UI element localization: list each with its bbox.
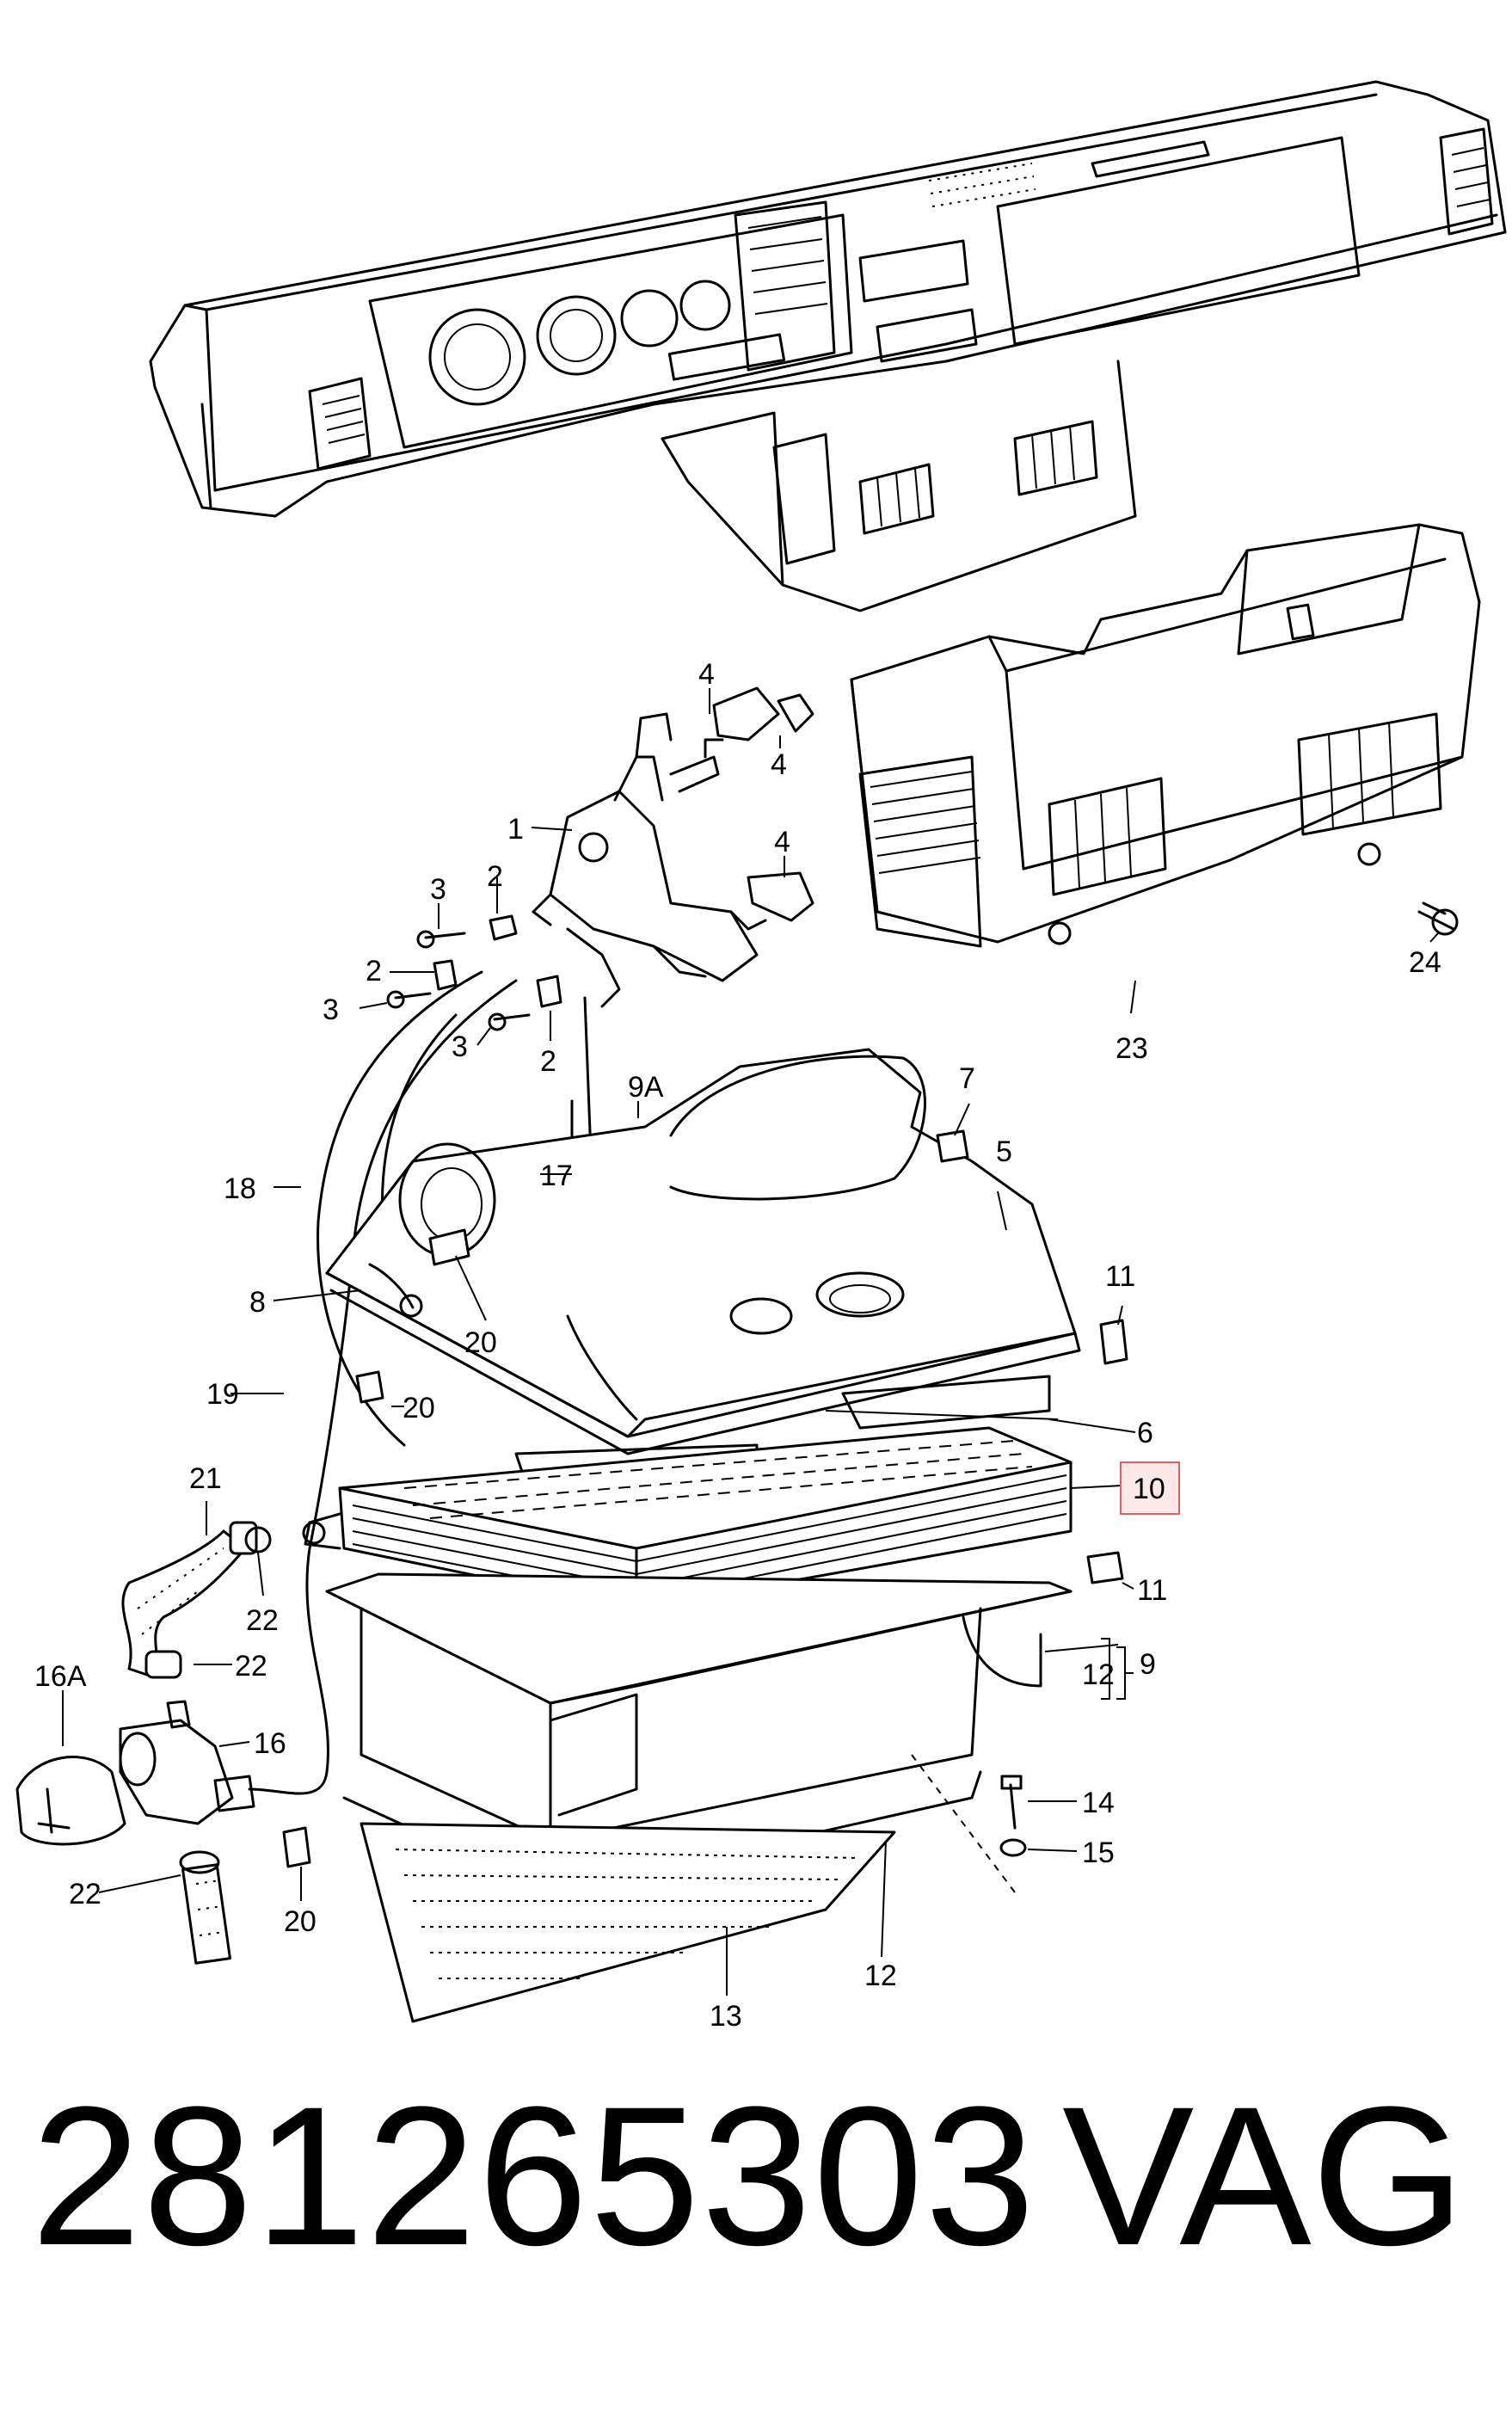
callout-13: 13 [710, 2000, 742, 2033]
part-info-footer: 281265303 VAG [0, 2047, 1512, 2340]
callout-19: 19 [206, 1378, 239, 1411]
heater-box-lower-part-9 [325, 1551, 1124, 2023]
callout-labels: 4 4 4 1 3 2 2 3 3 2 9A 7 5 18 17 8 20 11… [34, 658, 1441, 2033]
callout-2: 2 [540, 1045, 556, 1078]
callout-1: 1 [507, 813, 524, 846]
callout-12: 12 [1082, 1658, 1115, 1691]
callout-8: 8 [249, 1286, 266, 1319]
highlight-box-10 [1120, 1461, 1180, 1515]
callout-3: 3 [323, 994, 339, 1026]
leader-lines [62, 688, 1439, 1996]
callout-23: 23 [1116, 1032, 1148, 1065]
callout-16: 16 [254, 1727, 286, 1760]
callout-9: 9 [1140, 1648, 1156, 1681]
callout-21: 21 [189, 1462, 222, 1495]
callout-2: 2 [366, 955, 382, 987]
callout-20: 20 [464, 1326, 497, 1359]
filter-mesh [395, 1849, 861, 1979]
callout-5: 5 [996, 1135, 1012, 1168]
callout-11: 11 [1137, 1574, 1167, 1607]
callout-22: 22 [246, 1604, 279, 1637]
callout-11: 11 [1105, 1260, 1135, 1293]
heater-control-assembly [386, 686, 814, 1031]
callout-6: 6 [1137, 1417, 1153, 1449]
callout-20: 20 [284, 1905, 317, 1938]
callout-4: 4 [698, 658, 715, 691]
callout-4: 4 [771, 748, 787, 781]
callout-2: 2 [487, 860, 503, 893]
callout-10: 10 [1133, 1473, 1165, 1505]
callout-17: 17 [540, 1160, 573, 1192]
callout-22: 22 [235, 1650, 267, 1683]
brand-name: VAG [1062, 2065, 1466, 2286]
heater-box-upper-part-5 [325, 1048, 1128, 1455]
callout-9A: 9A [628, 1071, 664, 1104]
callout-7: 7 [959, 1062, 975, 1095]
callout-24: 24 [1409, 946, 1441, 979]
callout-22: 22 [69, 1878, 101, 1910]
speaker-grille [928, 163, 1036, 207]
callout-20: 20 [403, 1392, 435, 1424]
callout-18: 18 [224, 1172, 256, 1205]
dashboard-assembly [149, 80, 1507, 612]
part-number: 281265303 [31, 2065, 1037, 2286]
callout-15: 15 [1082, 1836, 1115, 1869]
callout-16A: 16A [34, 1660, 87, 1693]
callout-3: 3 [430, 873, 446, 906]
callout-12: 12 [864, 1960, 897, 1992]
exploded-parts-diagram: 4 4 4 1 3 2 2 3 3 2 9A 7 5 18 17 8 20 11… [15, 80, 1507, 2033]
callout-3: 3 [452, 1031, 468, 1063]
center-console-part-23 [850, 523, 1481, 948]
callout-14: 14 [1082, 1787, 1115, 1819]
callout-4: 4 [774, 826, 790, 858]
water-valve-and-hoses [15, 1521, 311, 1965]
heat-exchanger-fins [352, 1474, 1067, 1602]
